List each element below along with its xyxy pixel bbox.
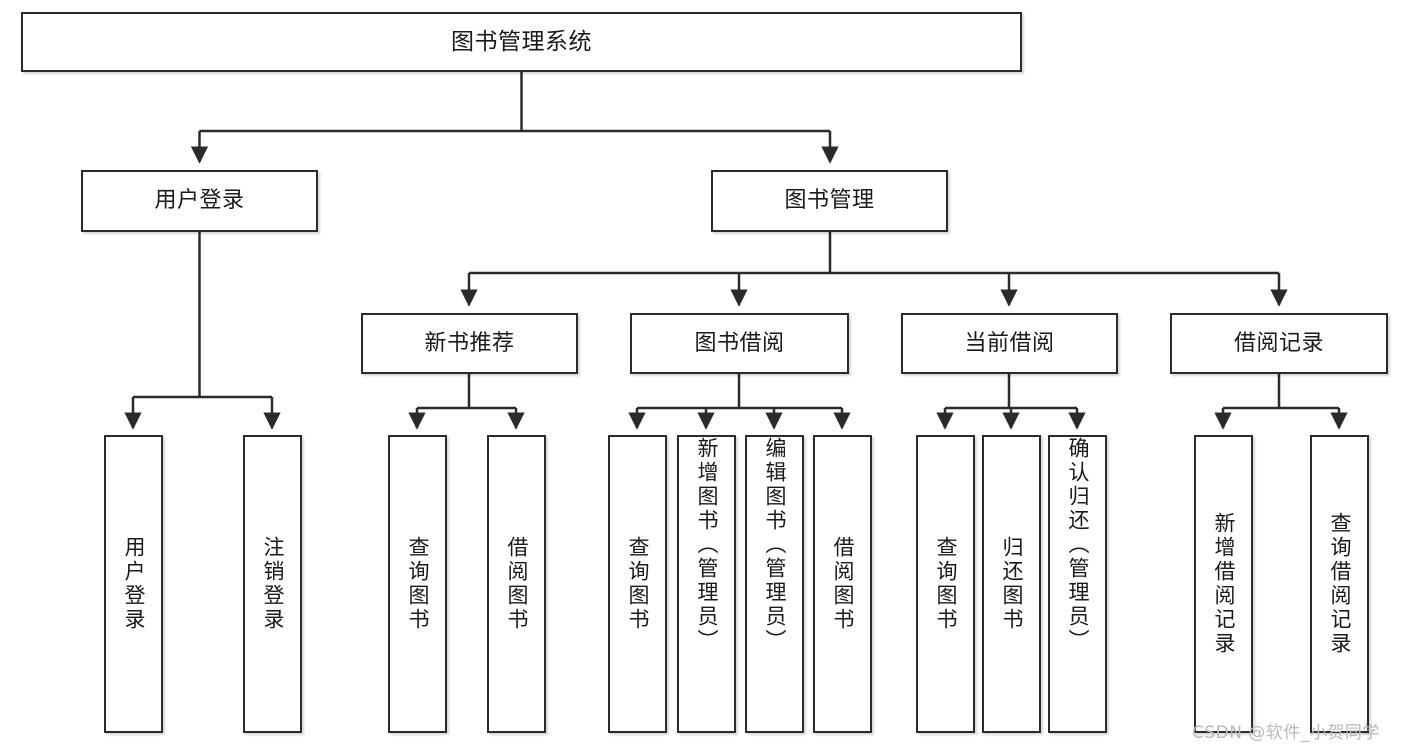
node-leaf-query-book-rec-label: 查询图书 (406, 536, 430, 632)
node-leaf-add-borrow-record-label: 新增借阅记录 (1212, 512, 1236, 656)
node-book-borrow-label: 图书借阅 (694, 330, 785, 356)
node-leaf-add-borrow-record[interactable]: 新增借阅记录 (1194, 435, 1253, 733)
node-leaf-query-book-cur-label: 查询图书 (934, 536, 958, 632)
node-new-book-recommend-label: 新书推荐 (424, 330, 515, 356)
node-leaf-add-book-admin-label: 新增图书（管理员） (695, 437, 719, 653)
node-leaf-return-book[interactable]: 归还图书 (982, 435, 1041, 733)
node-new-book-recommend[interactable]: 新书推荐 (361, 313, 578, 374)
node-leaf-query-borrow-record-label: 查询借阅记录 (1328, 512, 1352, 656)
node-leaf-user-login[interactable]: 用户登录 (104, 435, 163, 733)
node-book-manage-label: 图书管理 (784, 188, 875, 214)
node-current-borrow-label: 当前借阅 (964, 330, 1055, 356)
node-leaf-query-book-bor-label: 查询图书 (626, 536, 650, 632)
node-leaf-query-borrow-record[interactable]: 查询借阅记录 (1310, 435, 1369, 733)
node-book-manage[interactable]: 图书管理 (711, 170, 948, 232)
node-leaf-return-book-label: 归还图书 (1000, 536, 1024, 632)
node-leaf-borrow-book-bor[interactable]: 借阅图书 (813, 435, 872, 733)
node-leaf-user-login-label: 用户登录 (122, 536, 146, 632)
node-leaf-query-book-rec[interactable]: 查询图书 (388, 435, 447, 733)
node-leaf-confirm-return-admin-label: 确认归还（管理员） (1066, 437, 1090, 653)
node-leaf-edit-book-admin[interactable]: 编辑图书（管理员） (745, 435, 804, 733)
node-leaf-user-logout[interactable]: 注销登录 (243, 435, 302, 733)
node-leaf-borrow-book-bor-label: 借阅图书 (831, 536, 855, 632)
node-book-borrow[interactable]: 图书借阅 (630, 313, 849, 374)
csdn-watermark: CSDN @软件_小贺同学 (1192, 723, 1380, 743)
node-leaf-edit-book-admin-label: 编辑图书（管理员） (763, 437, 787, 653)
node-leaf-add-book-admin[interactable]: 新增图书（管理员） (677, 435, 736, 733)
node-borrow-record-label: 借阅记录 (1233, 330, 1324, 356)
node-user-login[interactable]: 用户登录 (81, 170, 318, 232)
node-leaf-query-book-bor[interactable]: 查询图书 (608, 435, 667, 733)
node-leaf-borrow-book-rec[interactable]: 借阅图书 (487, 435, 546, 733)
node-root-label: 图书管理系统 (451, 28, 592, 55)
node-leaf-borrow-book-rec-label: 借阅图书 (505, 536, 529, 632)
node-user-login-label: 用户登录 (154, 188, 245, 214)
node-current-borrow[interactable]: 当前借阅 (901, 313, 1118, 374)
node-leaf-confirm-return-admin[interactable]: 确认归还（管理员） (1048, 435, 1107, 733)
node-leaf-user-logout-label: 注销登录 (261, 536, 285, 632)
node-borrow-record[interactable]: 借阅记录 (1170, 313, 1388, 374)
node-leaf-query-book-cur[interactable]: 查询图书 (916, 435, 975, 733)
node-root[interactable]: 图书管理系统 (21, 12, 1022, 72)
